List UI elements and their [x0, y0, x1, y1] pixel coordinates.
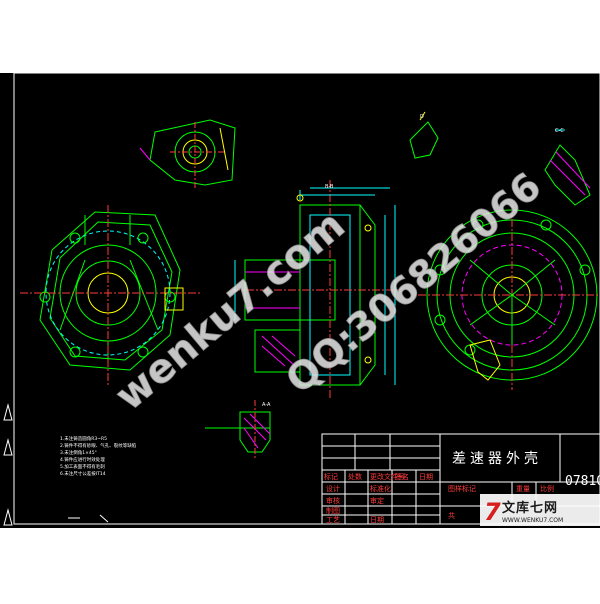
title-block-labels: 标记 处数 更改文件号 签名 日期 设计 审核 制图 工艺 标准化 审定 日期 …	[324, 472, 554, 524]
tb-label-process: 工艺	[326, 516, 340, 524]
section-label-b: B-B	[325, 184, 334, 190]
tb-label-scale: 比例	[540, 484, 554, 493]
tb-label-date: 日期	[419, 473, 433, 481]
margin-marks	[3, 403, 109, 526]
tb-label-design: 设计	[326, 484, 340, 493]
detail-view-bottom	[205, 400, 271, 460]
brand-url: WWW.WENKU7.COM	[502, 517, 563, 524]
section-label-c: C-C	[555, 128, 564, 134]
tb-label-count: 处数	[348, 472, 362, 481]
tb-label-sign: 签名	[395, 472, 409, 481]
section-view-center	[232, 180, 400, 400]
brand-name: 文库七网	[502, 500, 558, 516]
note-line: 1.未注铸造圆角R3~R5	[60, 435, 107, 442]
drawing-frame	[13, 72, 600, 525]
technical-notes: 1.未注铸造圆角R3~R5 2.铸件不得有砂眼、气孔、裂纹等缺陷 3.未注倒角1…	[60, 435, 137, 477]
brand-logo: 7 文库七网 WWW.WENKU7.COM	[480, 494, 600, 526]
note-line: 6.未注尺寸公差按IT14	[60, 470, 106, 477]
detail-view-top-left	[139, 119, 236, 190]
drawing-title: 差速器外壳	[452, 450, 542, 467]
tb-label-date2: 日期	[370, 516, 384, 524]
tb-label-review: 审核	[326, 496, 340, 505]
flange-view-right	[418, 205, 600, 390]
flange-view-left	[20, 205, 200, 385]
note-line: 2.铸件不得有砂眼、气孔、裂纹等缺陷	[60, 442, 137, 449]
note-line: 4.铸件应进行时效处理	[60, 456, 105, 463]
tb-label-drawing-mark: 图样标记	[448, 484, 476, 493]
tb-label-change-file: 更改文件号	[370, 472, 405, 481]
tb-label-standard: 标准化	[370, 484, 391, 493]
section-label-d: D	[420, 114, 424, 120]
tb-label-weight: 重量	[516, 485, 530, 493]
note-line: 3.未注倒角1×45°	[60, 449, 97, 456]
note-line: 5.加工表面不得有毛刺	[60, 463, 105, 470]
tb-label-mark: 标记	[324, 472, 338, 481]
detail-view-top-right	[409, 111, 591, 206]
brand-logo-digit: 7	[484, 498, 501, 526]
tb-label-approve: 审定	[370, 496, 384, 505]
drawing-code: 078105	[565, 474, 600, 489]
tb-label-sheet: 共	[448, 511, 455, 520]
tb-label-draft: 制图	[326, 506, 340, 515]
section-label-a: A-A	[262, 402, 271, 408]
